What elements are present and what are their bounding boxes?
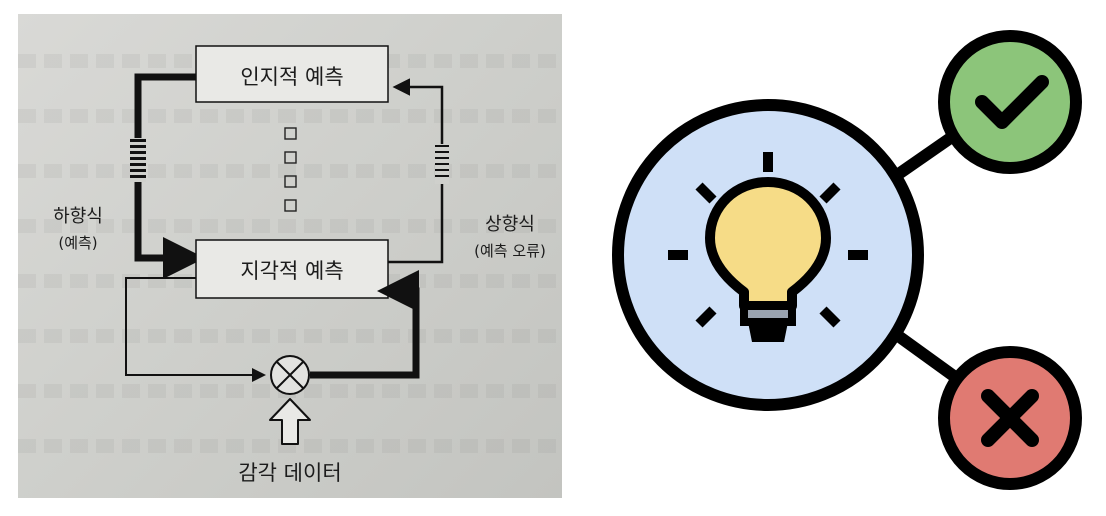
topdown-dashes xyxy=(130,138,146,182)
perceptual-prediction-box xyxy=(195,239,389,299)
prediction-to-comparator-line xyxy=(125,277,266,382)
intermediate-levels xyxy=(284,127,297,212)
predictive-processing-diagram: 인지적 예측 지각적 예측 하향식 (예측) 상향식 (예측 오류) 감각 데이… xyxy=(53,45,546,485)
checkmark-icon xyxy=(938,30,1082,174)
lightbulb-icon xyxy=(705,177,831,342)
error-signal-arrow xyxy=(310,270,420,379)
sensory-input-arrow xyxy=(269,398,311,445)
light-rays xyxy=(668,152,868,328)
sensory-data-label: 감각 데이터 xyxy=(238,461,341,485)
cognitive-prediction-box xyxy=(195,45,389,103)
connector-failure xyxy=(886,325,966,387)
comparator-icon xyxy=(270,355,310,395)
perceptual-prediction-label: 지각적 예측 xyxy=(240,259,343,283)
topdown-label: 하향식 xyxy=(53,206,103,227)
bottomup-arrow xyxy=(388,78,444,264)
cognitive-prediction-label: 인지적 예측 xyxy=(240,65,343,89)
x-mark-icon xyxy=(938,346,1082,490)
textbook-photo: 인지적 예측 지각적 예측 하향식 (예측) 상향식 (예측 오류) 감각 데이… xyxy=(18,14,562,498)
bottomup-sublabel: (예측 오류) xyxy=(474,242,546,260)
topdown-sublabel: (예측) xyxy=(58,234,97,252)
bottomup-label: 상향식 xyxy=(485,214,535,235)
bottomup-dashes xyxy=(435,144,449,184)
idea-outcome-icon xyxy=(612,30,1082,490)
topdown-arrow xyxy=(134,73,205,279)
